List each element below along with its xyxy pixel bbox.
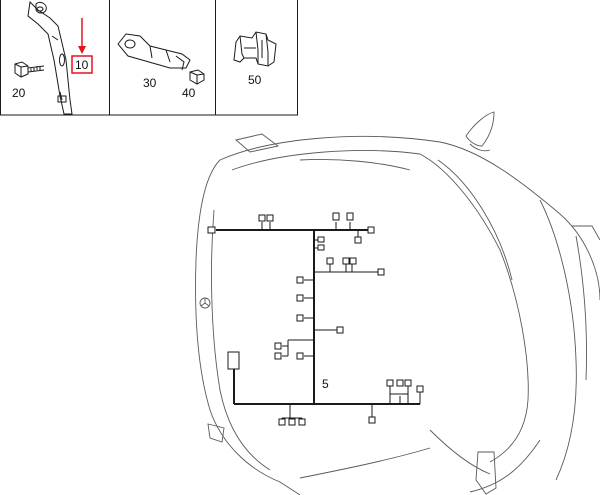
parts-box-3 bbox=[215, 0, 298, 116]
bolt-icon bbox=[14, 61, 45, 78]
parts-box-2 bbox=[109, 0, 216, 116]
nut-icon bbox=[189, 69, 205, 85]
part-number-20: 20 bbox=[12, 86, 26, 100]
bracket-part-illustration bbox=[27, 0, 73, 115]
part-number-40: 40 bbox=[182, 86, 196, 100]
mount-bracket-illustration bbox=[117, 33, 191, 71]
clip-icon bbox=[233, 31, 277, 67]
car-outline bbox=[195, 111, 600, 495]
part-number-10: 10 bbox=[75, 58, 89, 72]
highlight-pointer bbox=[71, 18, 93, 74]
parts-strip bbox=[0, 0, 298, 116]
wiring-harness: 5 bbox=[207, 212, 424, 426]
part-10-highlight-box bbox=[71, 55, 93, 74]
part-number-50: 50 bbox=[248, 73, 262, 87]
harness-label: 5 bbox=[322, 377, 329, 391]
connector-set bbox=[207, 212, 424, 426]
part-number-30: 30 bbox=[143, 76, 157, 90]
